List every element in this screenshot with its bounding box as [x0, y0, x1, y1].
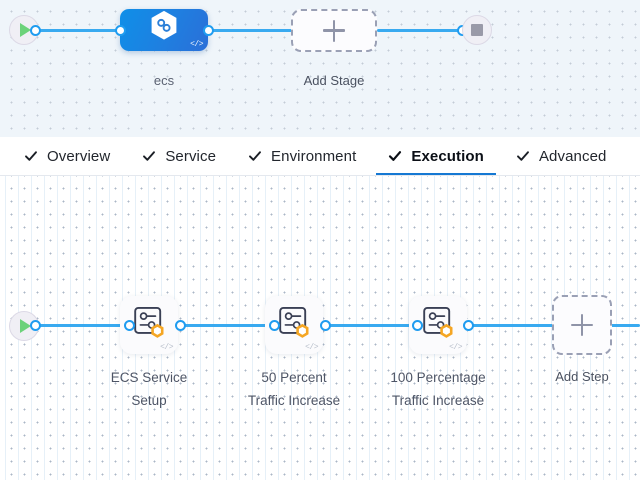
- stage-edge-start-to-ecs: [34, 29, 126, 32]
- step-edge-start-to-step1: [34, 324, 129, 327]
- stage-node-ecs-label: ecs: [153, 73, 175, 88]
- sliders-icon: [132, 305, 166, 344]
- step-label-line1: ECS Service: [110, 370, 188, 385]
- add-step-button[interactable]: [552, 295, 612, 355]
- plus-icon: [571, 314, 593, 336]
- step-label-line1: 50 Percent: [261, 370, 327, 385]
- step-node-50-percent-traffic-increase[interactable]: </>: [265, 296, 323, 354]
- step-edge-step1-to-step2: [180, 324, 275, 327]
- port-ecs-out[interactable]: [203, 25, 214, 36]
- code-glyph-icon: </>: [449, 343, 462, 352]
- port-step3-in[interactable]: [412, 320, 423, 331]
- stage-edge-addstage-to-end: [377, 29, 463, 32]
- add-step-label: Add Step: [555, 369, 609, 384]
- tab-service-label: Service: [165, 147, 217, 165]
- hexagon-link-icon: [149, 9, 179, 46]
- code-glyph-icon: </>: [160, 343, 173, 352]
- sliders-icon: [421, 305, 455, 344]
- stop-icon: [471, 24, 483, 36]
- port-step1-in[interactable]: [124, 320, 135, 331]
- plus-icon: [323, 19, 345, 42]
- play-icon: [20, 319, 31, 333]
- step-edge-step3-to-addstep: [468, 324, 556, 327]
- step-node-100-percentage-traffic-increase-label: 100 Percentage Traffic Increase: [368, 366, 508, 412]
- execution-step-canvas[interactable]: </> ECS Service Setup: [0, 176, 640, 480]
- hexagon-badge-icon: [151, 323, 164, 338]
- hexagon-badge-icon: [296, 323, 309, 338]
- add-stage-button[interactable]: [291, 9, 377, 52]
- port-step2-in[interactable]: [269, 320, 280, 331]
- tab-environment-label: Environment: [271, 147, 357, 165]
- add-stage-label: Add Stage: [303, 73, 365, 88]
- tab-service[interactable]: Service: [126, 137, 232, 175]
- tab-environment[interactable]: Environment: [232, 137, 372, 175]
- code-glyph-icon: </>: [305, 343, 318, 352]
- stage-canvas[interactable]: </> ecs Add Stage: [0, 0, 640, 137]
- port-step3-out[interactable]: [463, 320, 474, 331]
- code-glyph-icon: </>: [190, 40, 203, 49]
- hexagon-badge-icon: [440, 323, 453, 338]
- sliders-icon: [277, 305, 311, 344]
- tab-advanced-label: Advanced: [538, 147, 607, 165]
- step-edge-addstep-to-next: [610, 324, 640, 327]
- stage-edge-ecs-to-addstage: [208, 29, 292, 32]
- port-start-out[interactable]: [30, 25, 41, 36]
- tab-execution[interactable]: Execution: [372, 137, 500, 175]
- play-icon: [20, 23, 31, 37]
- step-label-line1: 100 Percentage: [390, 370, 486, 385]
- tab-overview-label: Overview: [47, 147, 111, 165]
- check-icon: [516, 149, 530, 163]
- port-ecs-in[interactable]: [115, 25, 126, 36]
- stage-node-ecs[interactable]: </>: [120, 9, 208, 51]
- step-label-line2: Traffic Increase: [247, 393, 341, 408]
- check-icon: [142, 149, 156, 163]
- tab-advanced[interactable]: Advanced: [500, 137, 623, 175]
- step-node-50-percent-traffic-increase-label: 50 Percent Traffic Increase: [224, 366, 364, 412]
- step-edge-step2-to-step3: [325, 324, 411, 327]
- check-icon: [248, 149, 262, 163]
- tab-execution-label: Execution: [411, 147, 484, 165]
- step-node-100-percentage-traffic-increase[interactable]: </>: [409, 296, 467, 354]
- step-node-ecs-service-setup-label: ECS Service Setup: [79, 366, 219, 412]
- check-icon: [24, 149, 38, 163]
- step-label-line2: Setup: [131, 393, 167, 408]
- section-tabbar: Overview Service Environment Execution A: [0, 137, 640, 176]
- port-step1-out[interactable]: [175, 320, 186, 331]
- port-exec-start-out[interactable]: [30, 320, 41, 331]
- step-label-line2: Traffic Increase: [391, 393, 485, 408]
- pipeline-end-node[interactable]: [462, 15, 492, 45]
- port-step2-out[interactable]: [320, 320, 331, 331]
- tab-overview[interactable]: Overview: [8, 137, 126, 175]
- check-icon: [388, 149, 402, 163]
- step-node-ecs-service-setup[interactable]: </>: [120, 296, 178, 354]
